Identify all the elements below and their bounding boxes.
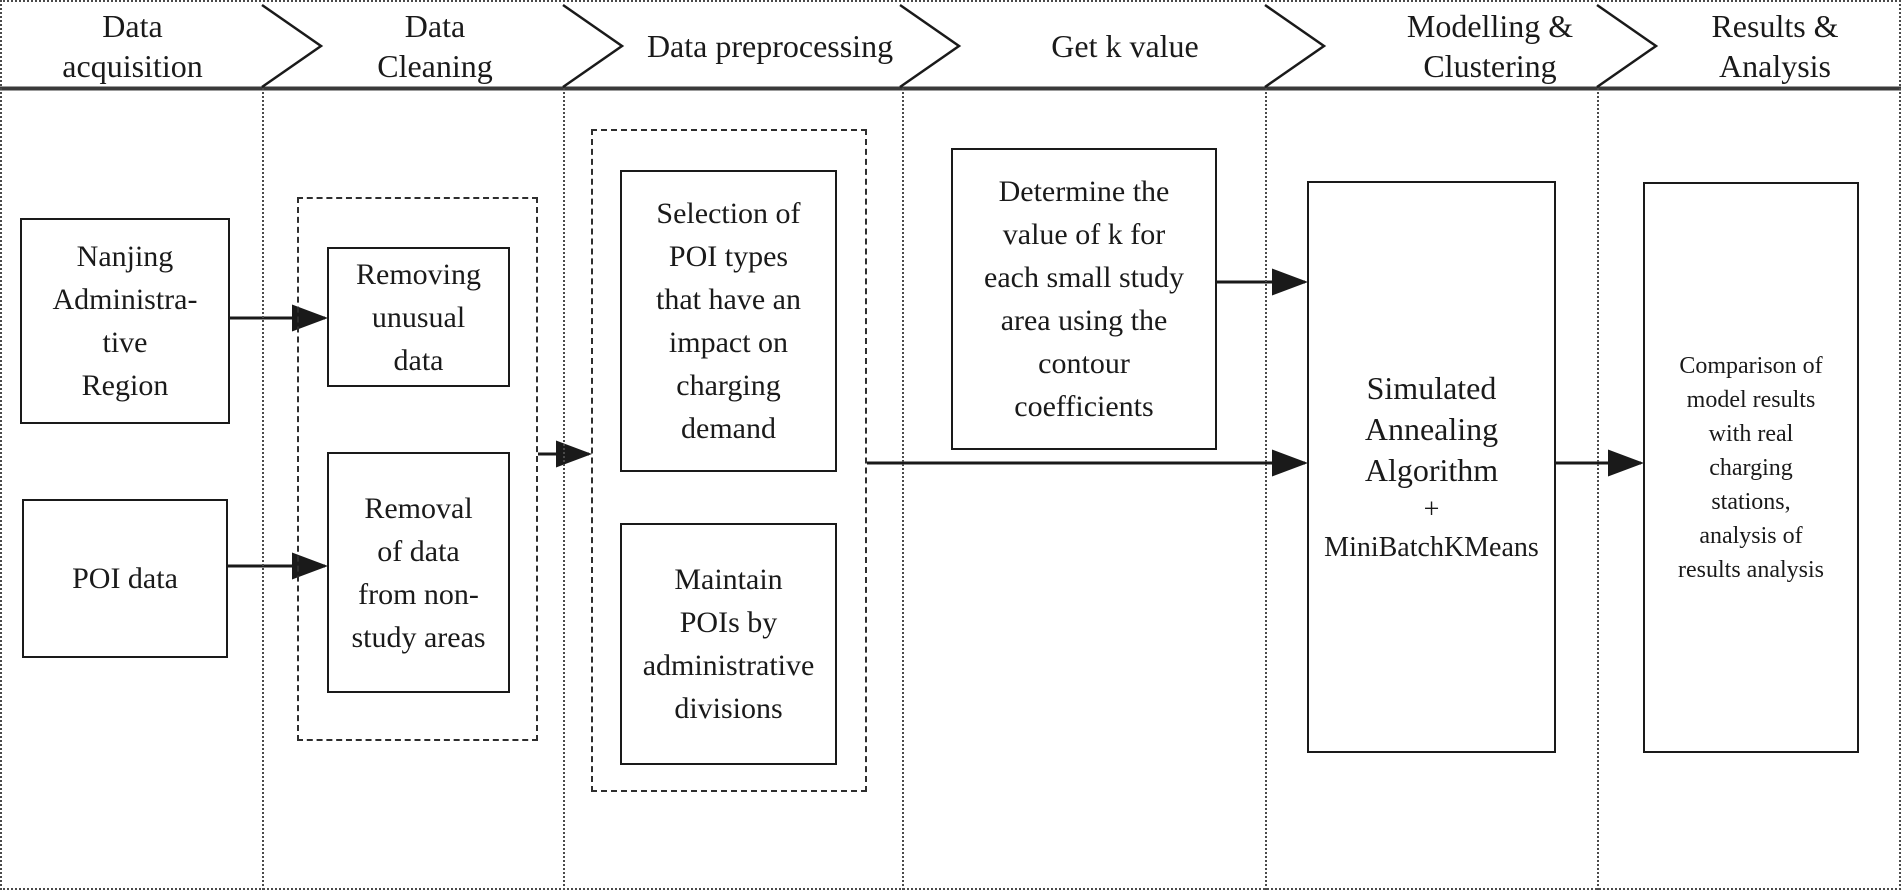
chevron-5 xyxy=(1596,3,1659,89)
stage-results-analysis: Results & Analysis xyxy=(1711,8,1839,84)
box-comparison-results: Comparison of model results with real ch… xyxy=(1643,182,1859,753)
column-separator-5 xyxy=(1597,88,1599,890)
box-removal-non-study-areas: Removal of data from non- study areas xyxy=(327,452,510,693)
stage-data-acquisition: Data acquisition xyxy=(62,8,203,84)
stage-modelling-clustering: Modelling & Clustering xyxy=(1406,8,1574,84)
box-determine-k-value: Determine the value of k for each small … xyxy=(951,148,1217,450)
stage-data-cleaning: Data Cleaning xyxy=(377,8,493,84)
minibatchkmeans-label: MiniBatchKMeans xyxy=(1324,531,1539,563)
column-separator-4 xyxy=(1265,88,1267,890)
box-nanjing-administrative-region: Nanjing Administra- tive Region xyxy=(20,218,230,424)
stage-data-preprocessing: Data preprocessing xyxy=(646,28,894,64)
box-poi-data: POI data xyxy=(22,499,228,658)
chevron-4 xyxy=(1264,3,1327,89)
box-simulated-annealing: Simulated Annealing Algorithm + MiniBatc… xyxy=(1307,181,1556,753)
column-separator-2 xyxy=(563,88,565,890)
chevron-1 xyxy=(261,3,324,89)
column-separator-3 xyxy=(902,88,904,890)
chevron-3 xyxy=(899,3,962,89)
group-data-cleaning xyxy=(297,197,538,741)
box-maintain-pois: Maintain POIs by administrative division… xyxy=(620,523,837,765)
plus-sign: + xyxy=(1423,493,1440,525)
box-removing-unusual-data: Removing unusual data xyxy=(327,247,510,387)
column-separator-1 xyxy=(262,88,264,890)
chevron-2 xyxy=(562,3,625,89)
simulated-annealing-label: Simulated Annealing Algorithm xyxy=(1364,369,1499,488)
group-data-preprocessing xyxy=(591,129,867,792)
stage-get-k-value: Get k value xyxy=(1051,28,1199,64)
box-selection-poi-types: Selection of POI types that have an impa… xyxy=(620,170,837,472)
